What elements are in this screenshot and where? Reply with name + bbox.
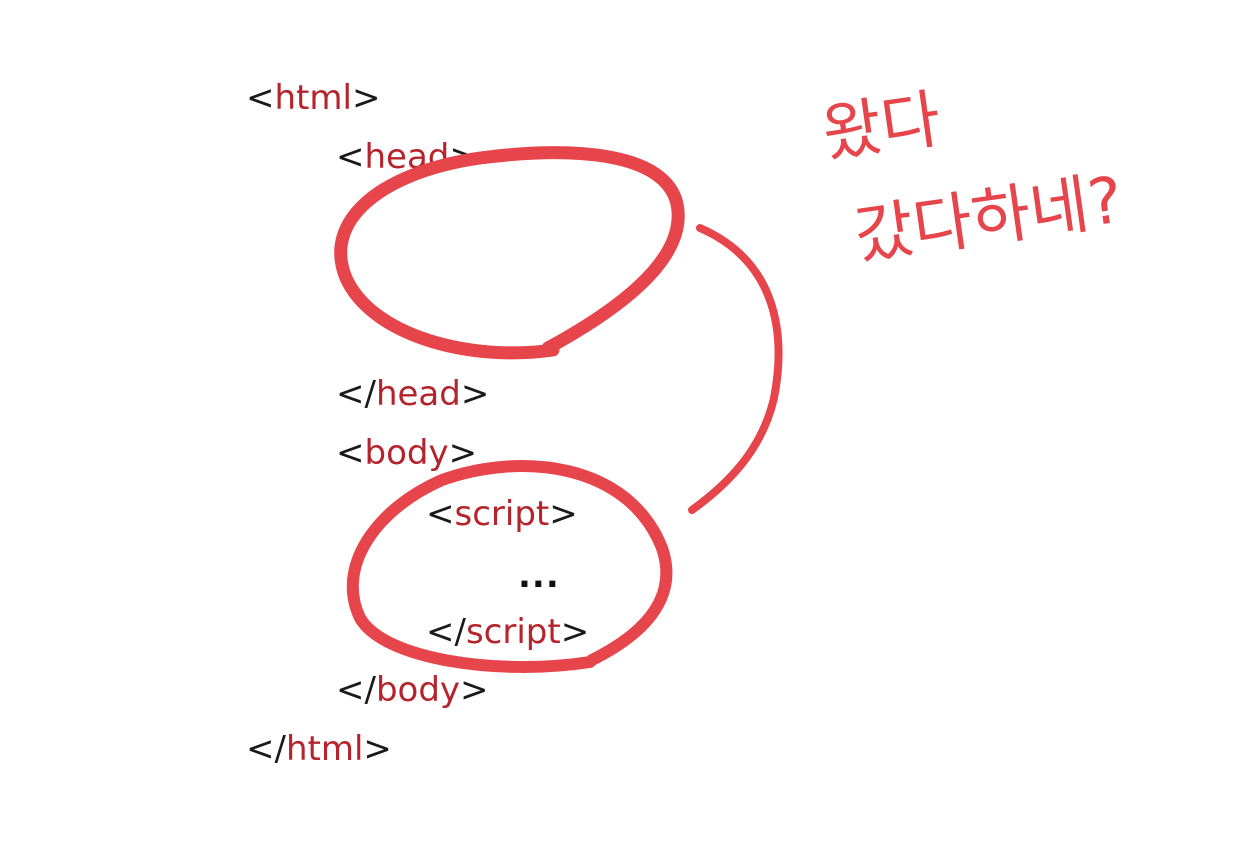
body-close-tag: </body> [336,670,489,710]
head-close-tag: </head> [336,374,490,414]
script-content: ... [518,556,560,596]
script-close-tag: </script> [426,612,590,652]
connector-arc [688,224,783,514]
script-circle [346,460,673,673]
body-open-tag: <body> [336,433,478,473]
html-close-tag: </html> [246,729,392,769]
handwritten-note-line1: 왔다 [818,82,946,173]
html-open-tag: <html> [246,78,381,118]
script-open-tag: <script> [426,494,578,534]
head-circle [334,146,685,360]
